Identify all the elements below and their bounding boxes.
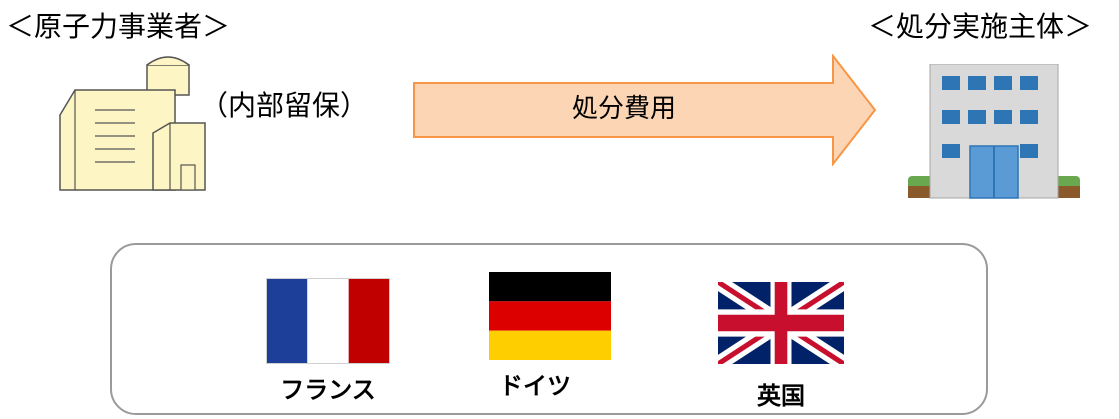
disposal-cost-arrow bbox=[413, 54, 877, 166]
germany-flag-icon bbox=[489, 272, 611, 360]
disposal-cost-label: 処分費用 bbox=[572, 94, 677, 124]
operator-label: ＜原子力事業者＞ bbox=[6, 10, 231, 43]
country-label-germany: ドイツ bbox=[499, 372, 571, 400]
office-building-icon bbox=[908, 64, 1080, 199]
implementer-label: ＜処分実施主体＞ bbox=[868, 10, 1093, 43]
country-label-france: フランス bbox=[280, 376, 376, 404]
power-plant-icon bbox=[59, 56, 206, 191]
france-flag-icon bbox=[266, 278, 390, 364]
uk-flag-icon bbox=[718, 282, 844, 364]
country-examples-box bbox=[110, 243, 988, 415]
retained-earnings-note: （内部留保） bbox=[200, 89, 369, 122]
country-label-uk: 英国 bbox=[757, 382, 805, 410]
